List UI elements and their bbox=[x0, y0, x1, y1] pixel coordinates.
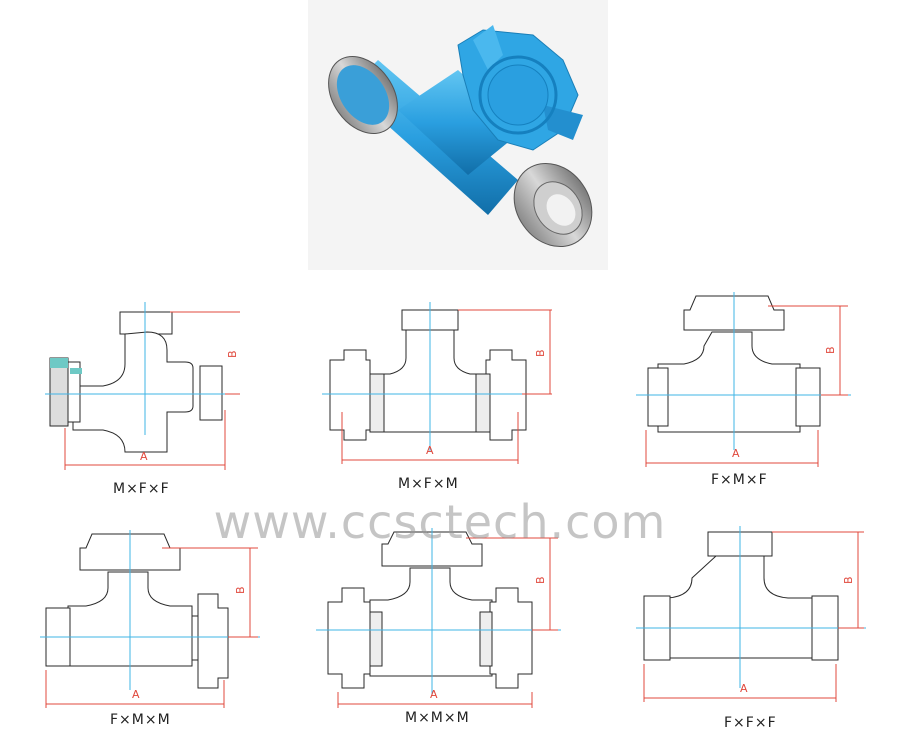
caption-fmf: F×M×F bbox=[711, 472, 768, 488]
dimension-b: B bbox=[824, 346, 837, 354]
diagram-mmm: B A bbox=[316, 528, 561, 715]
dimension-a: A bbox=[732, 447, 740, 460]
dimension-b: B bbox=[534, 576, 547, 584]
diagram-mff: B A bbox=[40, 300, 250, 480]
dimension-a: A bbox=[430, 688, 438, 701]
diagram-fmf: B A bbox=[636, 292, 851, 477]
diagram-mfm: B A bbox=[322, 302, 557, 472]
tee-3d-rendering bbox=[308, 0, 608, 270]
caption-mfm: M×F×M bbox=[398, 476, 459, 492]
dimension-a: A bbox=[740, 682, 748, 695]
diagram-fff: B A bbox=[636, 526, 866, 711]
diagram-fmm: B A bbox=[40, 530, 260, 715]
dimension-a: A bbox=[426, 444, 434, 457]
dimension-b: B bbox=[534, 349, 547, 357]
dimension-b: B bbox=[234, 586, 247, 594]
caption-mmm: M×M×M bbox=[405, 710, 470, 726]
caption-fff: F×F×F bbox=[724, 715, 777, 731]
dimension-b: B bbox=[226, 350, 239, 358]
dimension-a: A bbox=[132, 688, 140, 701]
dimension-b: B bbox=[842, 576, 855, 584]
dimension-a: A bbox=[140, 450, 148, 463]
caption-fmm: F×M×M bbox=[110, 712, 171, 728]
caption-mff: M×F×F bbox=[113, 481, 170, 497]
